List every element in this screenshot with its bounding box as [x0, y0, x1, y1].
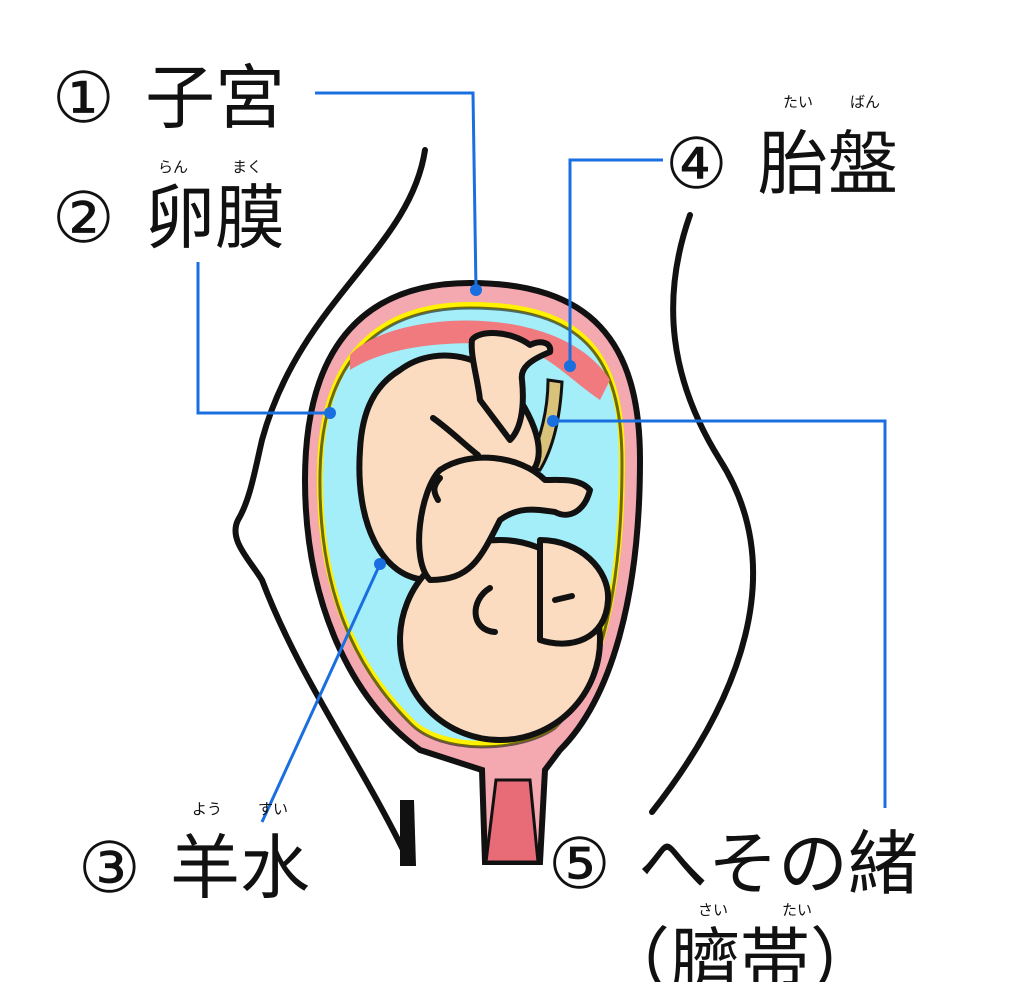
- furigana-membrane-2: まく: [232, 158, 262, 176]
- furigana-membrane-1: らん: [158, 158, 188, 176]
- label-placenta: 胎盤: [758, 123, 898, 205]
- furigana-placenta-2: ばん: [850, 93, 880, 111]
- label-cord-number: ⑤: [548, 823, 611, 905]
- furigana-placenta-1: たい: [783, 93, 813, 111]
- leader-cord: [547, 415, 887, 808]
- mother-back-outline: [232, 147, 428, 863]
- mother-belly-outline: [649, 212, 757, 815]
- label-uterus-number: ①: [52, 57, 115, 139]
- leader-placenta: [564, 158, 663, 372]
- leader-membrane: [196, 262, 336, 419]
- label-amniotic-fluid: 羊水: [170, 827, 310, 909]
- label-umbilical-cord-alt: （臍帯）: [600, 920, 880, 982]
- mother-back-mark: [400, 800, 416, 866]
- label-membrane-number: ②: [52, 177, 115, 259]
- furigana-cord-2: たい: [782, 901, 812, 919]
- leader-fluid: [260, 558, 386, 823]
- uterus: [301, 279, 644, 865]
- furigana-cord-1: さい: [698, 901, 728, 919]
- furigana-fluid-2: すい: [258, 800, 288, 818]
- furigana-fluid-1: よう: [192, 800, 222, 818]
- leader-uterus: [315, 91, 482, 296]
- label-placenta-number: ④: [665, 123, 728, 205]
- label-uterus: 子宮: [145, 57, 285, 139]
- fetus: [356, 330, 612, 743]
- label-membrane: 卵膜: [145, 177, 285, 259]
- label-fluid-number: ③: [78, 827, 141, 909]
- label-umbilical-cord: へその緒: [638, 823, 918, 905]
